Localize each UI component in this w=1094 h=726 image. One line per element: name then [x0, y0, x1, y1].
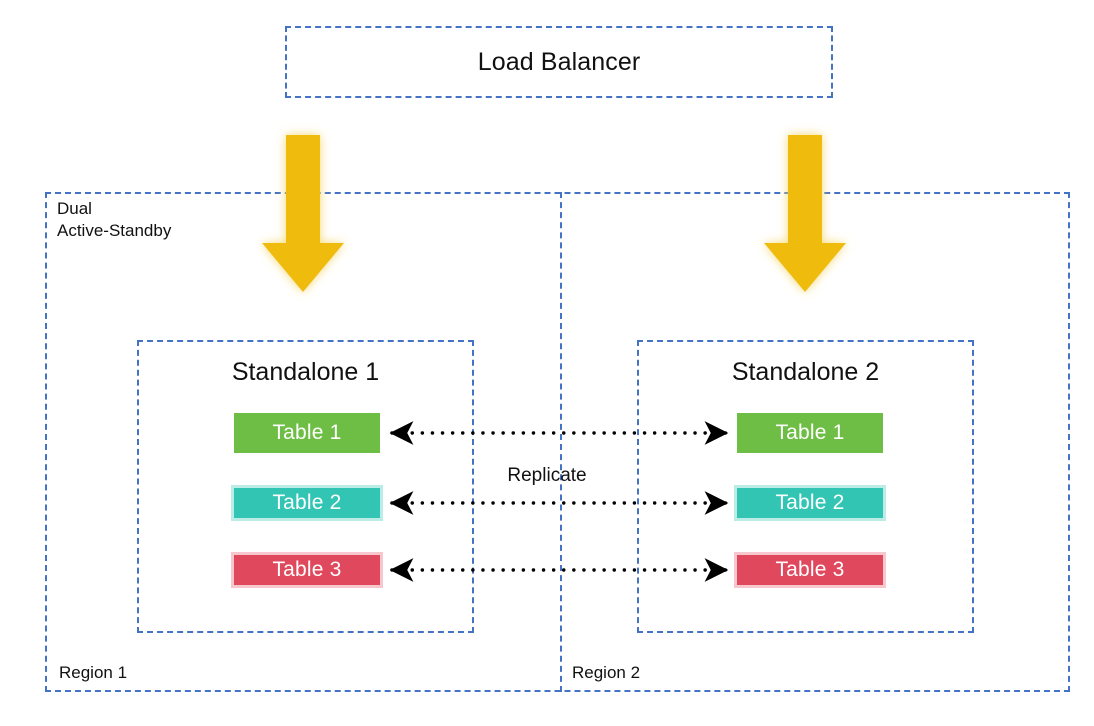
standalone-2-table-1: Table 1 — [737, 413, 883, 453]
region-2-label: Region 2 — [572, 663, 641, 682]
load-balancer-box: Load Balancer — [285, 26, 833, 98]
standalone-2-title: Standalone 2 — [731, 358, 880, 386]
replicate-label: Replicate — [507, 465, 587, 486]
load-balancer-label: Load Balancer — [477, 47, 641, 76]
region-divider-line — [560, 192, 562, 692]
standalone-1-box: Standalone 1 — [137, 340, 474, 633]
region-1-label: Region 1 — [59, 663, 128, 682]
standalone-2-table-2: Table 2 — [737, 488, 883, 518]
standalone-1-table-3: Table 3 — [234, 555, 380, 585]
replicate-label-wrap: Replicate — [0, 465, 1094, 487]
dual-mode-label-line1: Dual — [57, 199, 92, 218]
dual-mode-label: Dual Active-Standby — [57, 198, 171, 243]
dual-active-standby-region — [45, 192, 1070, 692]
standalone-2-table-3: Table 3 — [737, 555, 883, 585]
standalone-1-title: Standalone 1 — [231, 358, 380, 386]
standalone-1-table-2: Table 2 — [234, 488, 380, 518]
standalone-2-box: Standalone 2 — [637, 340, 974, 633]
dual-mode-label-line2: Active-Standby — [57, 221, 172, 241]
standalone-1-table-1: Table 1 — [234, 413, 380, 453]
